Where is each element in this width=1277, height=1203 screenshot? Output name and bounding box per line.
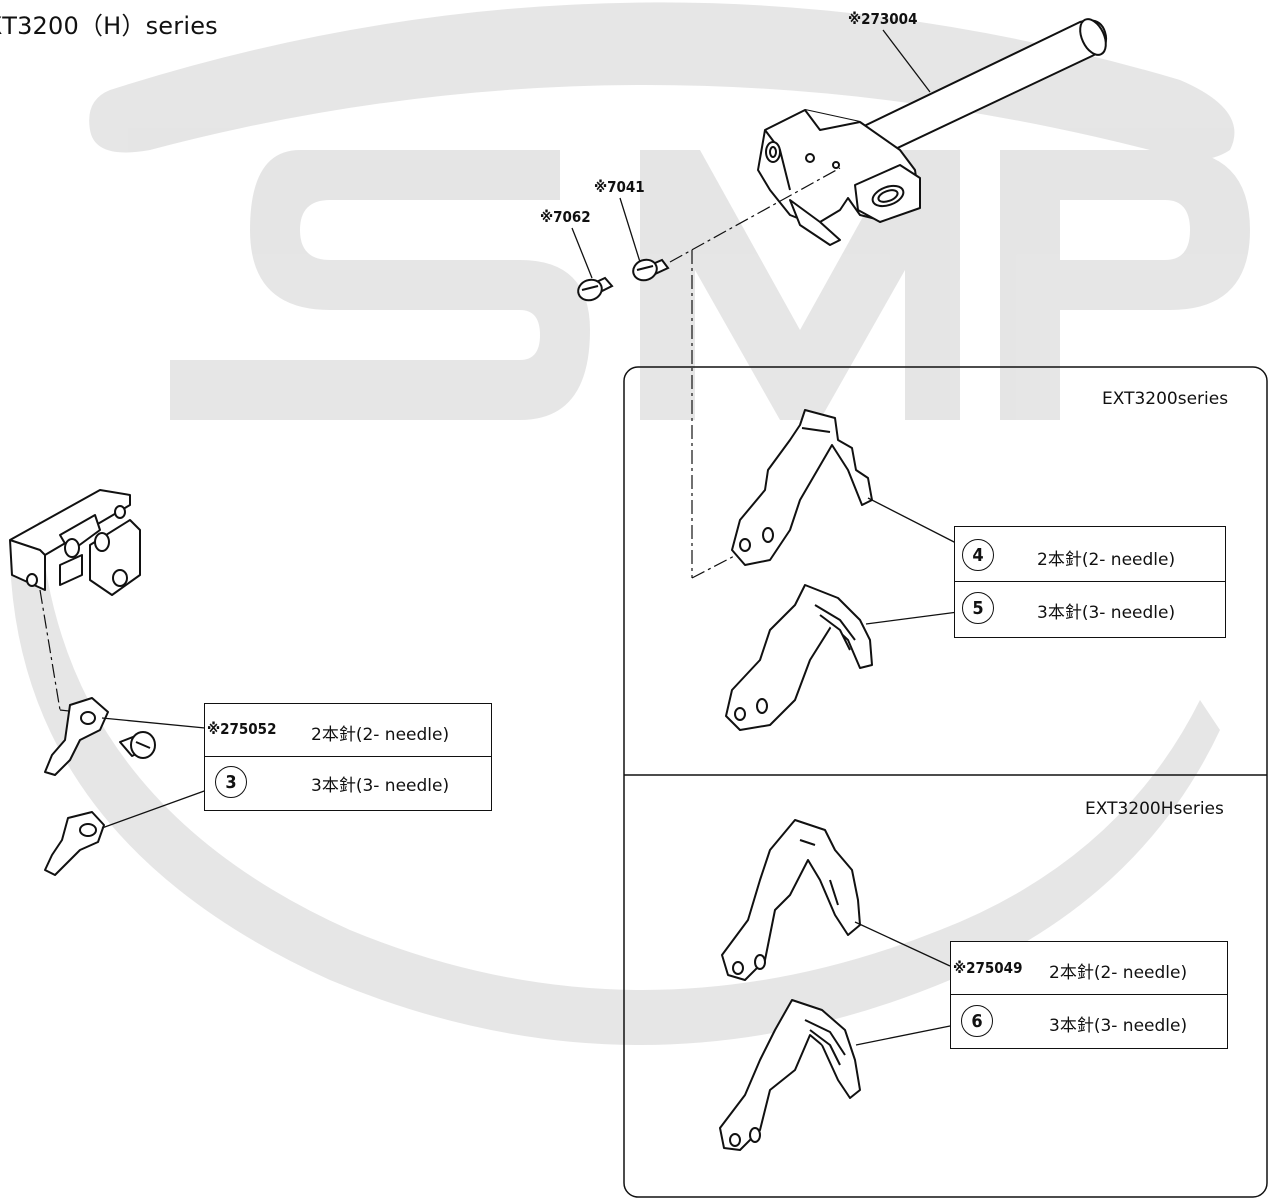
series-label-ext3200: EXT3200series: [1102, 389, 1229, 409]
leader-lines-top: [571, 29, 931, 279]
top-table-row-3-needle: 5 3本針(3- needle): [955, 581, 1225, 636]
callout-shaft-part-number: ※273004: [848, 10, 918, 28]
thread-guide-4-drawing: [731, 409, 873, 566]
callout-screw-7041: ※7041: [594, 178, 645, 196]
row-description: 3本針(3- needle): [1037, 603, 1176, 623]
top-table-row-2-needle: 4 2本針(2- needle): [955, 527, 1225, 581]
alignment-lines: [39, 167, 841, 713]
leader-lines-panel-top: [865, 497, 959, 625]
part-code-275049: ※275049: [953, 959, 1023, 977]
thread-guide-left-drawing: [44, 697, 156, 876]
screws-drawing: [577, 258, 670, 302]
page-title: XT3200（H）series: [0, 12, 218, 40]
part-number-circle: 5: [962, 592, 994, 624]
thread-guide-6-drawing: [719, 999, 861, 1151]
top-panel-parts-table: 4 2本針(2- needle) 5 3本針(3- needle): [954, 526, 1226, 638]
thread-guide-5-drawing: [725, 584, 873, 731]
thread-guide-275049-drawing: [721, 819, 861, 981]
left-table-row-2-needle: ※275052 2本針(2- needle): [205, 704, 491, 756]
callout-screw-7062: ※7062: [540, 208, 591, 226]
leader-lines-left: [101, 717, 208, 829]
series-panel-outline: [623, 366, 1268, 1198]
part-number-circle: 6: [961, 1005, 993, 1037]
watermark-logo: [10, 2, 1250, 1045]
leader-lines-panel-bottom: [854, 921, 956, 1046]
bottom-panel-parts-table: ※275049 2本針(2- needle) 6 3本針(3- needle): [950, 941, 1228, 1049]
needle-bar-block-drawing: [9, 489, 141, 596]
left-table-row-3-needle: 3 3本針(3- needle): [205, 756, 491, 809]
part-number-circle: 4: [962, 539, 994, 571]
left-parts-table: ※275052 2本針(2- needle) 3 3本針(3- needle): [204, 703, 492, 811]
bottom-table-row-3-needle: 6 3本針(3- needle): [951, 994, 1227, 1047]
series-label-ext3200h: EXT3200Hseries: [1085, 799, 1224, 819]
row-description: 2本針(2- needle): [1049, 963, 1188, 983]
part-code-275052: ※275052: [207, 720, 277, 738]
part-number-circle: 3: [215, 766, 247, 798]
row-description: 3本針(3- needle): [1049, 1016, 1188, 1036]
shaft-assembly-drawing: [757, 18, 1108, 246]
bottom-table-row-2-needle: ※275049 2本針(2- needle): [951, 942, 1227, 994]
row-description: 2本針(2- needle): [311, 725, 450, 745]
row-description: 2本針(2- needle): [1037, 550, 1176, 570]
row-description: 3本針(3- needle): [311, 776, 450, 796]
